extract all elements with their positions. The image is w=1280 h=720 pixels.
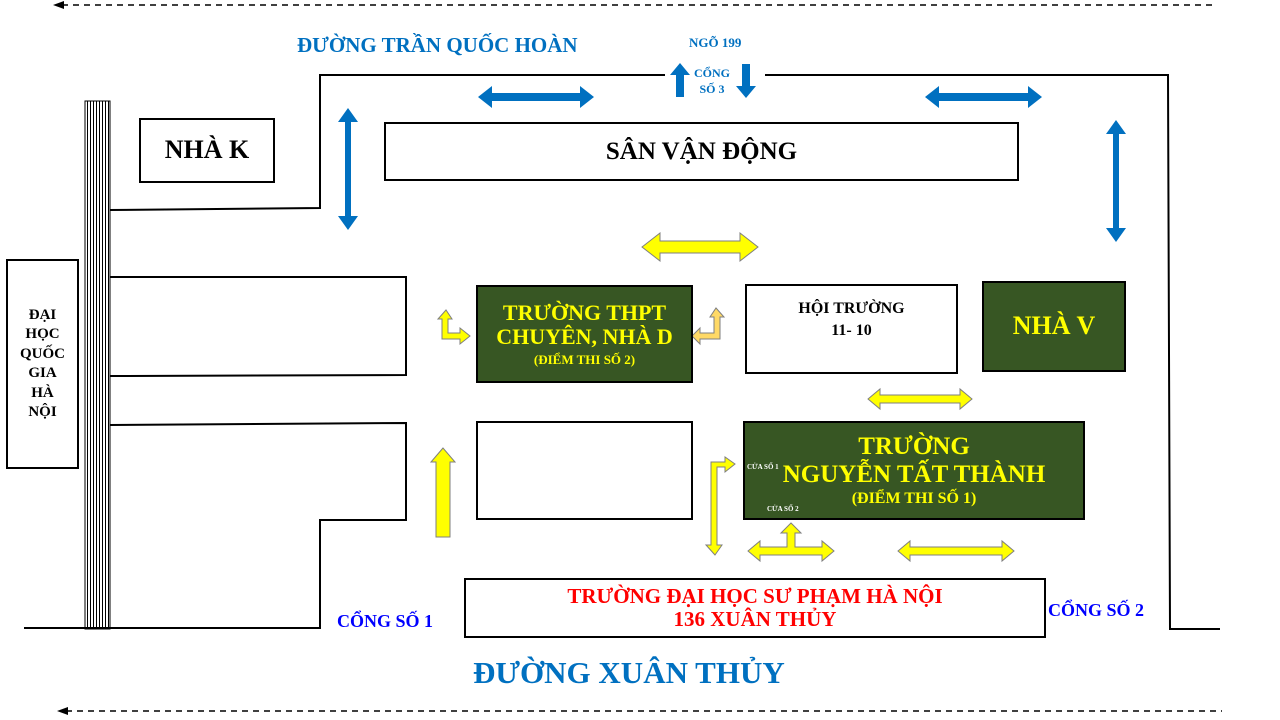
thpt-line1: TRƯỜNG THPT [502,300,667,326]
road-outline-east [765,74,1220,630]
hall-line2: 11- 10 [831,322,872,340]
door-2-label: CỬA SỐ 2 [767,505,799,513]
road-label-xuan-thuy: ĐƯỜNG XUÂN THỦY [473,655,785,690]
nha-v-label: NHÀ V [1012,311,1096,341]
down-arrow-icon [736,64,756,98]
gate-3-line1: CỔNG [694,66,730,80]
thpt-line2: CHUYÊN, NHÀ D [496,324,673,350]
dhsp-line2: 136 XUÂN THỦY [673,607,837,631]
dhqg-line: HỌC [25,326,60,342]
left-block [109,276,407,377]
yellow-up-arrow [429,447,457,538]
yellow-double-arrow [641,231,759,263]
nha-k-label: NHÀ K [164,135,250,165]
building-dhqg: ĐẠI HỌC QUỐC GIA HÀ NỘI [6,259,79,469]
thpt-note: (ĐIỂM THI SỐ 2) [533,351,636,367]
yellow-elbow-arrow [704,456,736,556]
hall-line1: HỘI TRƯỜNG [798,300,905,317]
yellow-double-arrow [897,539,1015,563]
dhqg-line: QUỐC [20,345,65,362]
nnt-note: (ĐIỂM THI SỐ 1) [851,490,977,508]
blue-double-arrow [925,86,1042,108]
road-outline-north [109,74,665,211]
dhqg-line: HÀ [31,384,54,401]
nnt-line2: NGUYỄN TẤT THÀNH [782,461,1046,489]
up-arrow-icon [670,63,690,97]
gate-1-label: CỔNG SỐ 1 [337,611,434,631]
empty-building [476,421,693,520]
bottom-direction-arrowhead [57,707,68,715]
dhqg-line: ĐẠI [28,306,57,323]
road-label-tran-quoc-hoan: ĐƯỜNG TRẦN QUỐC HOÀN [297,33,578,57]
gate-2-label: CỔNG SỐ 2 [1048,600,1145,620]
building-nha-k: NHÀ K [139,118,275,183]
blue-vertical-double-arrow [338,108,358,230]
yellow-double-arrow [867,387,973,411]
yellow-tee-arrow [747,522,835,563]
blue-double-arrow [478,86,594,108]
stadium: SÂN VẬN ĐỘNG [384,122,1019,181]
yellow-elbow-arrow [436,309,471,346]
dhsp-line1: TRƯỜNG ĐẠI HỌC SƯ PHẠM HÀ NỘI [567,583,943,608]
building-hoi-truong: HỘI TRƯỜNG 11- 10 [745,284,958,374]
door-1-label: CỬA SỐ 1 [747,463,779,471]
top-direction-arrowhead [53,1,64,9]
blue-arrows [338,63,1126,242]
dhqg-line: NỘI [28,404,57,420]
left-lower-block [24,421,407,629]
nnt-line1: TRƯỜNG [858,432,970,460]
lane-label: NGÕ 199 [689,35,742,50]
stadium-label: SÂN VẬN ĐỘNG [605,137,798,165]
wall-fence [84,100,111,630]
blue-vertical-double-arrow [1106,120,1126,242]
gate-3-line2: SỐ 3 [699,81,725,96]
dhqg-line: GIA [28,365,57,381]
orange-elbow-arrow [691,307,726,346]
building-nha-v: NHÀ V [982,281,1126,372]
